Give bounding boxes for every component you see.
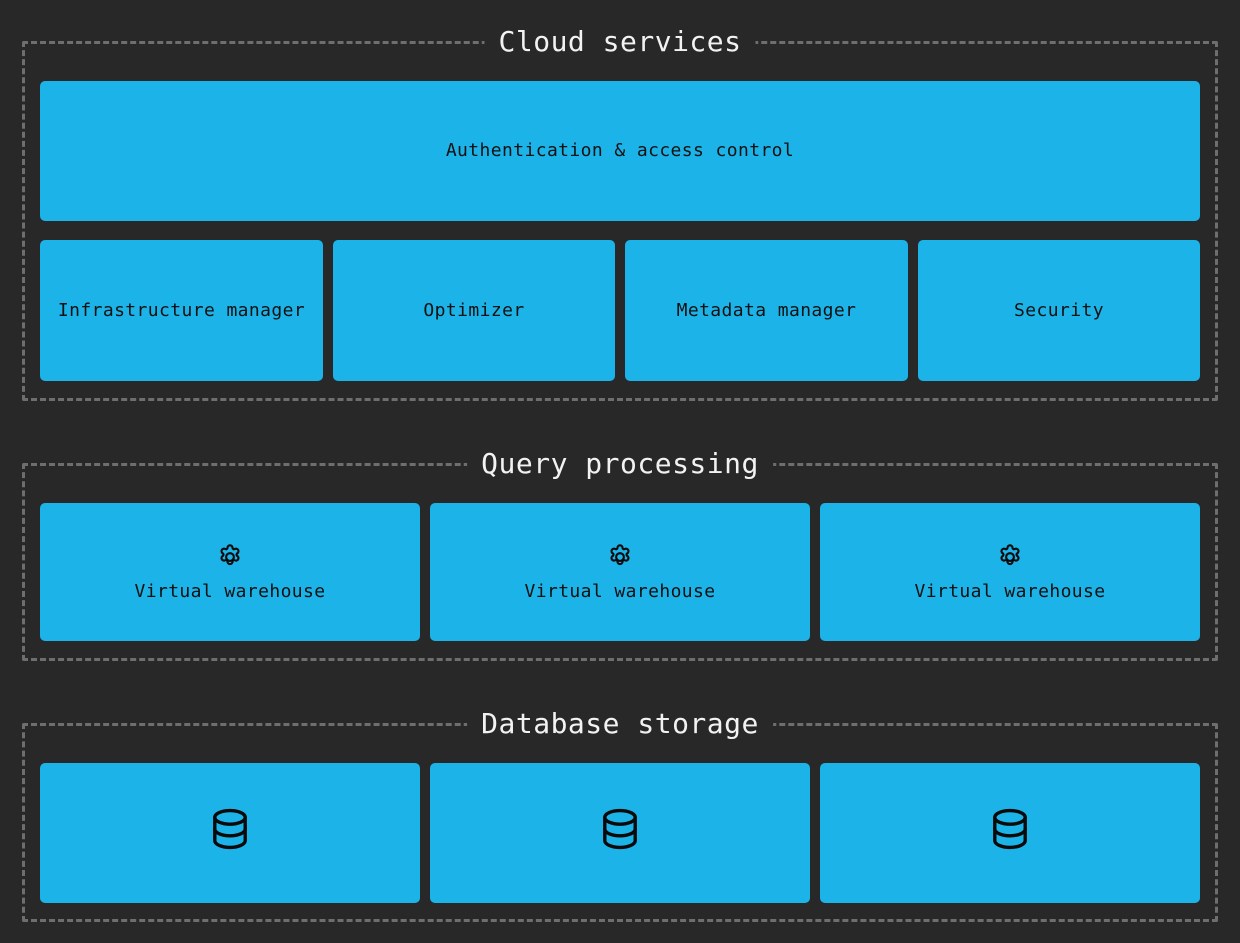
database-icon [596,805,644,853]
node-authentication-access-control[interactable]: Authentication & access control [40,81,1200,221]
group-database-storage: Database storage [22,706,1218,922]
group-cloud-services: Cloud services [22,24,1218,401]
node-label-optimizer: Optimizer [423,299,525,321]
node-virtual-warehouse[interactable]: Virtual warehouse [40,503,420,641]
node-label-infrastructure-manager: Infrastructure manager [57,299,306,321]
node-label-metadata-manager: Metadata manager [676,299,857,321]
gear-icon [215,542,245,572]
group-query-processing: Query processing [22,446,1218,661]
group-title-query-processing: Query processing [467,446,773,482]
node-label-virtual-warehouse: Virtual warehouse [134,580,326,602]
node-optimizer[interactable]: Optimizer [333,240,615,381]
node-label-virtual-warehouse: Virtual warehouse [914,580,1106,602]
group-title-cloud-services: Cloud services [484,24,756,60]
node-label-authentication-access-control: Authentication & access control [445,140,795,161]
group-title-database-storage: Database storage [467,706,773,742]
node-database-storage-unit[interactable] [430,763,810,903]
node-infrastructure-manager[interactable]: Infrastructure manager [40,240,323,381]
node-security[interactable]: Security [918,240,1200,381]
database-icon [206,805,254,853]
node-metadata-manager[interactable]: Metadata manager [625,240,908,381]
gear-icon [995,542,1025,572]
node-label-virtual-warehouse: Virtual warehouse [524,580,716,602]
gear-icon [605,542,635,572]
node-database-storage-unit[interactable] [40,763,420,903]
node-virtual-warehouse[interactable]: Virtual warehouse [430,503,810,641]
node-label-security: Security [1014,299,1104,321]
database-icon [986,805,1034,853]
node-database-storage-unit[interactable] [820,763,1200,903]
node-virtual-warehouse[interactable]: Virtual warehouse [820,503,1200,641]
